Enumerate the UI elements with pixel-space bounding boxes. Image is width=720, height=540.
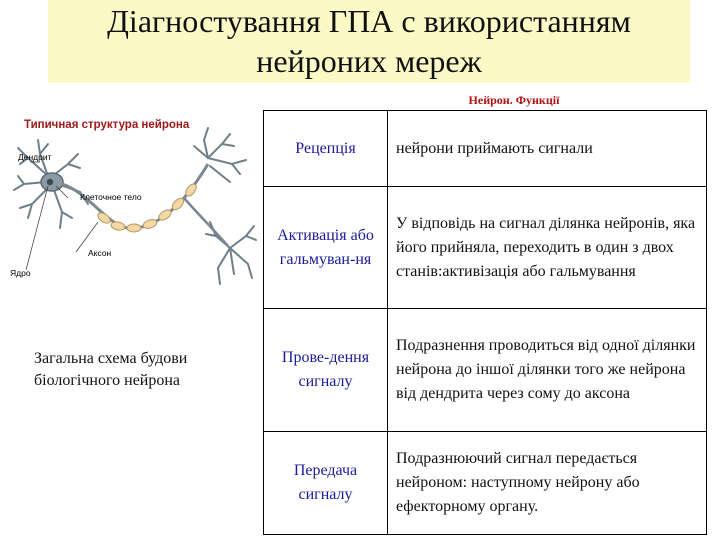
- function-name: Прове-дення сигналу: [263, 308, 388, 432]
- function-desc: нейрони приймають сигнали: [387, 110, 707, 187]
- slide-subtitle: Нейрон. Функції: [468, 93, 560, 107]
- nucleus-label: Ядро: [10, 268, 31, 278]
- function-name: Активація або гальмуван-ня: [263, 186, 388, 309]
- table-row: Рецепція нейрони приймають сигнали: [263, 110, 707, 187]
- table-row: Прове-дення сигналу Подразнення проводит…: [263, 308, 707, 432]
- side-caption: Загальна схема будови біологічного нейро…: [34, 350, 188, 389]
- function-desc: Подразнюючий сигнал передається нейроном…: [387, 431, 707, 535]
- slide-title-line2: нейроних мереж: [256, 43, 482, 79]
- neuron-figure: Дендрит Клеточное тело Аксон Ядро: [8, 118, 260, 298]
- function-name: Передача сигналу: [263, 431, 388, 535]
- slide-title-line1: Діагностування ГПА с використанням: [107, 3, 631, 39]
- title-box: Діагностування ГПА с використанням нейро…: [48, 0, 690, 83]
- dendrite-label: Дендрит: [18, 152, 52, 162]
- table-row: Передача сигналу Подразнюючий сигнал пер…: [263, 431, 707, 535]
- function-desc: У відповідь на сигнал ділянка нейронів, …: [387, 186, 707, 309]
- functions-table: Рецепція нейрони приймають сигнали Актив…: [263, 110, 707, 535]
- function-desc: Подразнення проводиться від одної ділянк…: [387, 308, 707, 432]
- function-name: Рецепція: [263, 110, 388, 187]
- axon-label: Аксон: [88, 248, 112, 258]
- cell-body-label: Клеточное тело: [80, 192, 142, 202]
- table-row: Активація або гальмуван-ня У відповідь н…: [263, 186, 707, 309]
- neuron-illustration: [13, 127, 257, 285]
- figure-heading: Типичная структура нейрона: [24, 119, 190, 131]
- nucleus-shape: [46, 178, 54, 186]
